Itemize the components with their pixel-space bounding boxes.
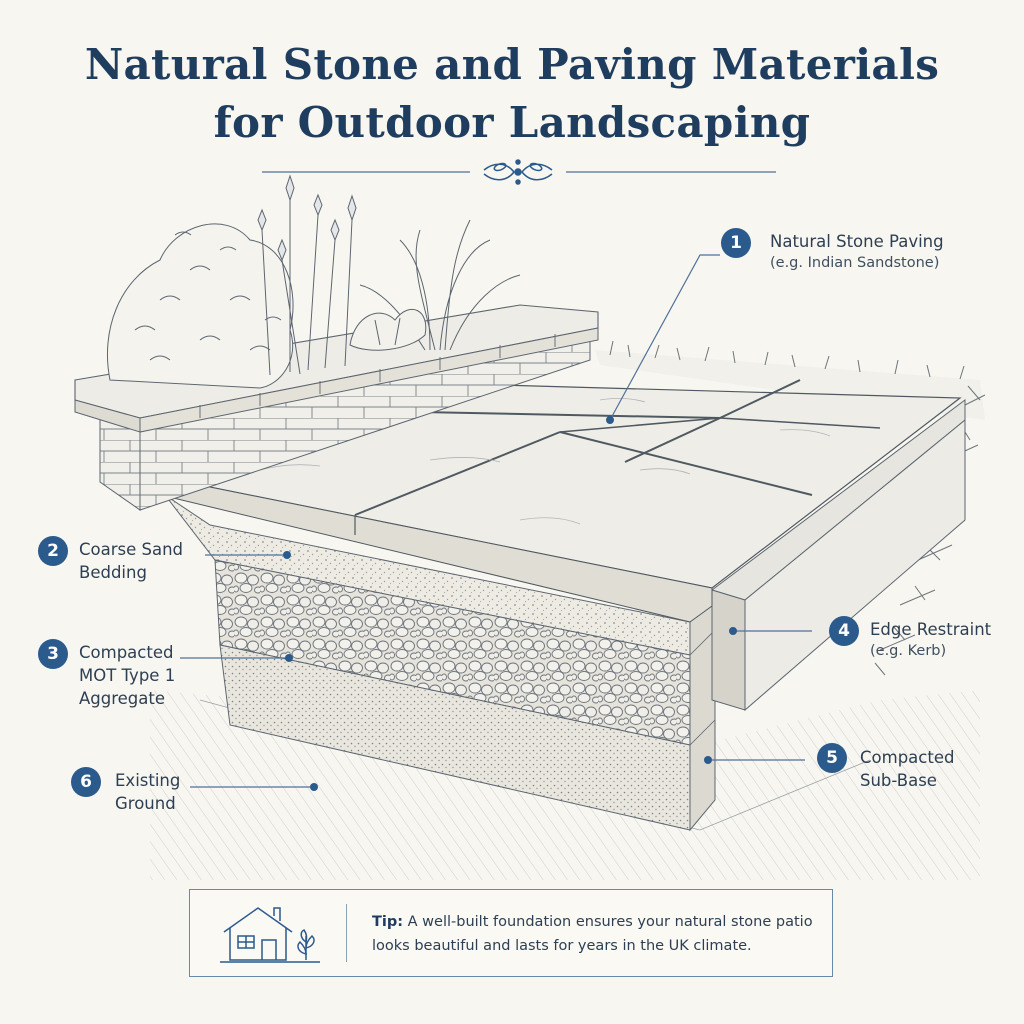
callout-badge-4: 4	[829, 616, 859, 646]
lavender	[257, 174, 357, 376]
anchor-dot-6	[310, 783, 318, 791]
garden-wall	[74, 304, 599, 511]
layer-end-face	[689, 598, 716, 832]
callout-badge-3: 3	[38, 639, 68, 669]
callout-badge-6: 6	[71, 767, 101, 797]
callout-badge-1: 1	[721, 228, 751, 258]
title-line-1: Natural Stone and Paving Materials	[84, 40, 940, 89]
callout-badge-2: 2	[38, 536, 68, 566]
callout-4-subtitle: (e.g. Kerb)	[870, 643, 947, 659]
callout-label-2: Coarse Sand Bedding	[79, 538, 183, 584]
callout-label-1: Natural Stone Paving (e.g. Indian Sandst…	[770, 230, 944, 274]
anchor-dot-2	[283, 551, 291, 559]
callout-3-line-2: MOT Type 1	[79, 666, 176, 685]
callout-1-subtitle: (e.g. Indian Sandstone)	[770, 255, 940, 271]
callout-6-line-2: Ground	[115, 794, 176, 813]
anchor-dots	[283, 416, 737, 791]
leader-lines	[180, 254, 812, 788]
anchor-dot-3	[285, 654, 293, 662]
floral-ornament-icon	[483, 159, 553, 185]
anchor-dot-4	[729, 627, 737, 635]
page-title: Natural Stone and Paving Materials for O…	[0, 36, 1024, 152]
callout-5-line-1: Compacted	[860, 748, 955, 767]
tip-body: A well-built foundation ensures your nat…	[372, 914, 813, 954]
title-line-2: for Outdoor Landscaping	[213, 98, 811, 147]
callout-badge-5: 5	[817, 743, 847, 773]
callout-4-title: Edge Restraint	[870, 620, 992, 639]
tip-prefix: Tip:	[372, 914, 404, 930]
callout-3-line-1: Compacted	[79, 643, 174, 662]
callout-1-title: Natural Stone Paving	[770, 232, 944, 251]
callout-5-line-2: Sub-Base	[860, 771, 937, 790]
callout-3-line-3: Aggregate	[79, 689, 166, 708]
edge-restraint-kerb	[710, 398, 966, 712]
callout-label-6: Existing Ground	[115, 769, 180, 815]
callout-2-line-1: Coarse Sand	[79, 540, 184, 559]
callout-label-5: Compacted Sub-Base	[860, 746, 954, 792]
title-divider	[262, 159, 776, 185]
shrub	[106, 223, 294, 389]
callout-2-line-2: Bedding	[79, 563, 147, 582]
callout-label-4: Edge Restraint (e.g. Kerb)	[870, 618, 991, 662]
tip-text: Tip: A well-built foundation ensures you…	[372, 910, 822, 958]
callout-6-line-1: Existing	[115, 771, 181, 790]
leader-line-1	[609, 254, 720, 421]
ornamental-grass	[359, 219, 521, 351]
anchor-dot-1	[606, 416, 614, 424]
anchor-dot-5	[704, 756, 712, 764]
leafy-plant	[349, 308, 427, 351]
callout-label-3: Compacted MOT Type 1 Aggregate	[79, 641, 175, 710]
tip-box: Tip: A well-built foundation ensures you…	[189, 889, 833, 977]
tip-divider	[346, 904, 347, 962]
house-with-plant-icon	[220, 907, 320, 963]
